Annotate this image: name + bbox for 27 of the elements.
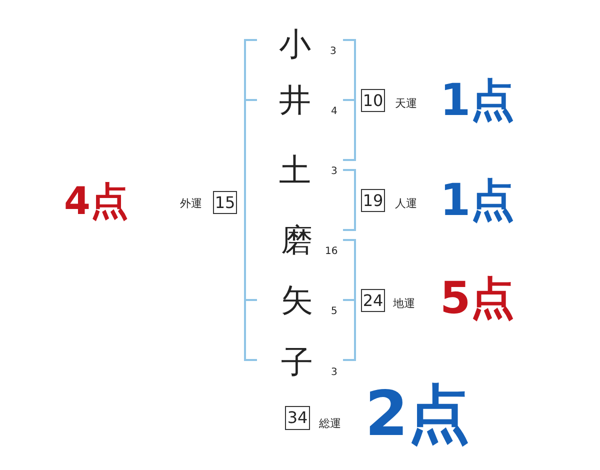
name-character: 小: [279, 28, 311, 60]
score-text: 4点: [64, 182, 128, 220]
score-text: 1点: [440, 179, 515, 223]
fortune-label: 人運: [395, 198, 417, 209]
number-box: 24: [361, 289, 385, 312]
stroke-count: 3: [330, 47, 336, 57]
stroke-count: 4: [331, 107, 338, 117]
name-character: 子: [281, 346, 313, 378]
name-character: 井: [279, 84, 311, 116]
fortune-label: 天運: [395, 98, 417, 109]
score-text: 1点: [440, 79, 515, 123]
score-text: 2点: [365, 383, 470, 445]
number-box: 19: [361, 189, 385, 212]
fortune-label: 外運: [180, 198, 202, 209]
fortune-label: 地運: [393, 298, 415, 309]
name-character: 矢: [281, 284, 313, 316]
name-character: 磨: [281, 224, 313, 256]
stroke-count: 3: [331, 167, 338, 177]
number-box: 10: [361, 89, 385, 112]
number-box: 15: [213, 191, 237, 214]
number-box: 34: [285, 406, 310, 430]
stroke-count: 3: [331, 368, 338, 378]
stroke-count: 5: [331, 307, 338, 317]
stroke-count: 16: [325, 247, 338, 257]
name-character: 土: [279, 154, 311, 186]
score-text: 5点: [440, 277, 515, 321]
fortune-label: 総運: [319, 418, 341, 429]
